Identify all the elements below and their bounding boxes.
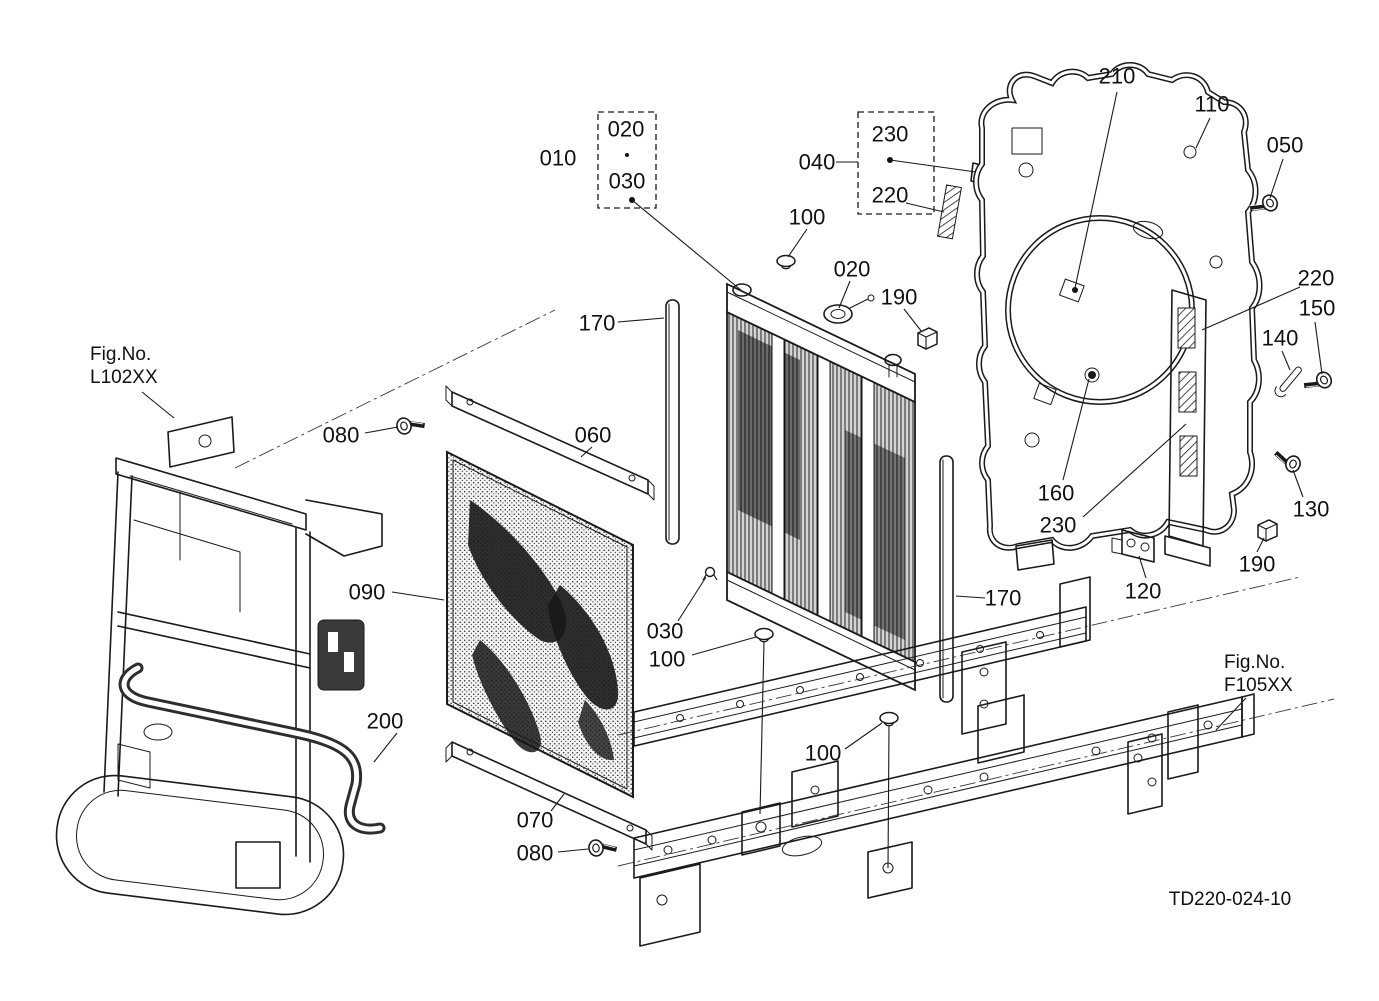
seal-strips	[665, 299, 954, 703]
group-box-230-220	[857, 111, 935, 215]
figure-reference-L102XX: Fig.No.L102XX	[90, 344, 158, 388]
radiator-cap-100-top-icon	[776, 254, 796, 270]
bracket-120	[1111, 529, 1155, 563]
group-box-020-030	[597, 111, 657, 209]
callout-part-220-5: 220	[872, 183, 909, 208]
callout-part-140-14: 140	[1262, 326, 1299, 351]
filler-neck-020	[823, 304, 853, 324]
callout-part-020-1: 020	[608, 117, 645, 142]
pin-140-icon	[1274, 366, 1302, 398]
lower-mount-caps	[754, 627, 899, 869]
callout-part-040-3: 040	[799, 150, 836, 175]
callout-part-170-24: 170	[985, 586, 1022, 611]
callout-part-030-25: 030	[647, 619, 684, 644]
pad-190-lower-icon	[1257, 519, 1278, 542]
callout-part-100-9: 100	[789, 205, 826, 230]
callout-part-220-12: 220	[1298, 266, 1335, 291]
screen-panel	[446, 450, 634, 799]
bolt-080-upper-icon	[395, 413, 425, 435]
callout-part-030-2: 030	[609, 169, 646, 194]
pad-220-strip	[937, 184, 962, 240]
callout-part-080-30: 080	[517, 841, 554, 866]
callout-part-170-15: 170	[579, 311, 616, 336]
callout-part-100-26: 100	[649, 647, 686, 672]
figure-reference-F105XX: Fig.No.F105XX	[1224, 652, 1293, 696]
drawing-number: TD220-024-10	[1169, 889, 1292, 910]
outlet-neck	[884, 353, 902, 367]
bolt-080-lower-icon	[588, 837, 617, 857]
upper-rail	[445, 385, 655, 501]
callout-part-050-8: 050	[1267, 133, 1304, 158]
callout-part-070-29: 070	[517, 808, 554, 833]
callout-part-080-16: 080	[323, 423, 360, 448]
callout-part-150-13: 150	[1299, 296, 1336, 321]
callout-part-130-20: 130	[1293, 497, 1330, 522]
callout-part-020-10: 020	[834, 257, 871, 282]
callout-part-100-28: 100	[805, 741, 842, 766]
radiator	[726, 282, 916, 692]
callout-part-230-4: 230	[872, 122, 909, 147]
upper-neck	[732, 283, 752, 297]
hose	[118, 662, 386, 835]
callout-part-200-27: 200	[367, 709, 404, 734]
mount-strip	[1164, 289, 1211, 567]
leader-lines	[141, 91, 1323, 853]
fan-shroud	[973, 62, 1263, 571]
support-frame	[55, 309, 556, 916]
bolt-150-icon	[1303, 370, 1334, 397]
callout-part-190-11: 190	[881, 285, 918, 310]
callout-part-230-19: 230	[1040, 513, 1077, 538]
callout-part-190-22: 190	[1239, 552, 1276, 577]
bolt-130-icon	[1271, 450, 1302, 474]
callout-layer: 010 020 030 040 230 220 210 110 050 100 020 190 220 1…	[90, 64, 1335, 866]
callout-part-060-17: 060	[575, 423, 612, 448]
callout-part-110-7: 110	[1194, 92, 1229, 117]
callout-part-210-6: 210	[1099, 64, 1136, 89]
callout-part-160-18: 160	[1038, 481, 1075, 506]
callout-part-090-21: 090	[349, 580, 386, 605]
callout-part-120-23: 120	[1125, 579, 1162, 604]
callout-part-010-0: 010	[540, 146, 577, 171]
chassis-frame	[617, 576, 1335, 947]
screw-160-icon	[1088, 371, 1096, 379]
